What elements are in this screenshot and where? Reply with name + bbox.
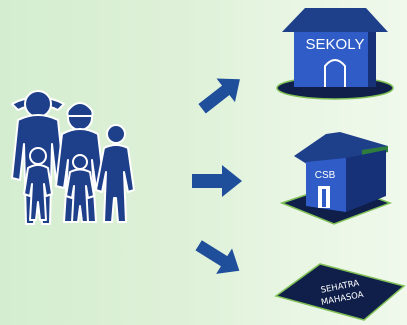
land-plot-shape (274, 263, 406, 321)
health-center-side-wall (346, 150, 386, 212)
arrow-right-icon (192, 165, 242, 197)
health-center-label: CSB (315, 170, 336, 181)
arrow-to-school (198, 78, 240, 114)
health-center-building-icon: CSB (279, 132, 393, 225)
school-door (324, 59, 346, 87)
small-child-left-figure (23, 147, 53, 221)
arrow-to-health-center (192, 165, 242, 197)
small-child-right-figure (65, 154, 95, 223)
school-wall-side (368, 32, 376, 87)
school-building-icon: SEKOLY (276, 8, 394, 100)
arrow-to-land (195, 240, 240, 274)
health-center-door-inner (322, 189, 326, 207)
older-child-figure (95, 124, 135, 223)
health-center-front-wall (306, 158, 346, 212)
family-icon (11, 90, 135, 225)
school-roof (282, 8, 388, 32)
land-plot-icon: SEHATRA MAHASOA (274, 263, 406, 321)
school-label: SEKOLY (306, 36, 365, 53)
arrow-right-icon (195, 240, 240, 274)
arrow-right-icon (198, 78, 240, 114)
